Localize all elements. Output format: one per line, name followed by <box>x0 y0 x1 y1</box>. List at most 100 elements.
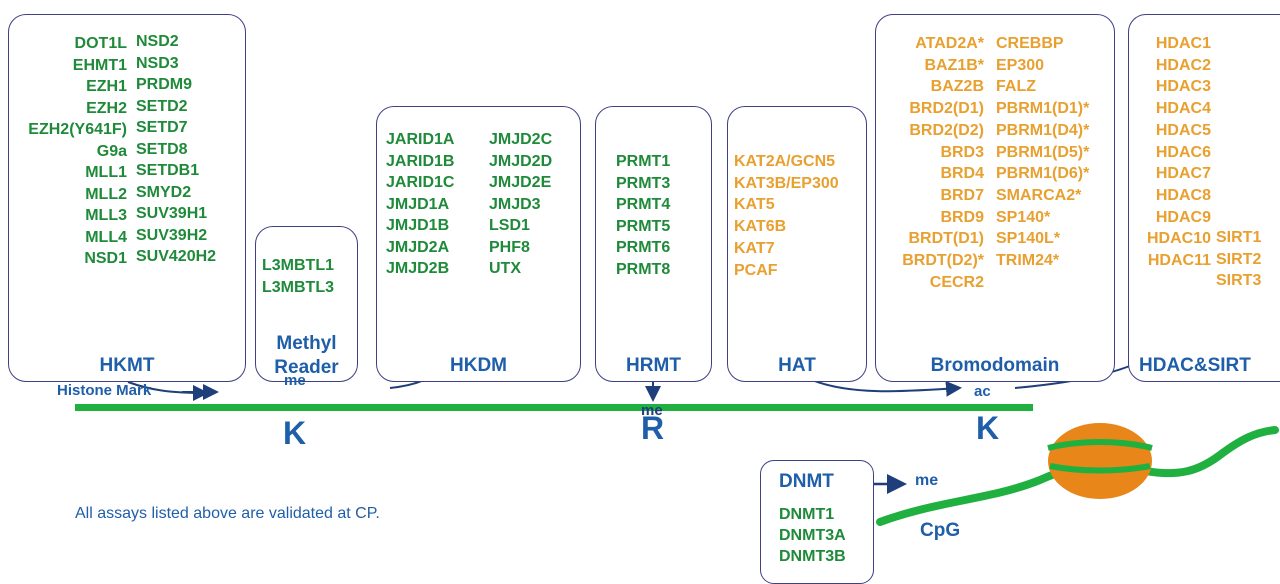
enzyme-item: UTX <box>489 260 521 277</box>
enzyme-item: SUV420H2 <box>136 248 217 265</box>
bromodomain-item: EP300 <box>996 56 1045 74</box>
me-reader-label: me <box>284 372 306 389</box>
bromodomain-item: SP140L* <box>996 230 1061 248</box>
enzyme-item: JMJD1A <box>386 195 450 213</box>
enzyme-item: HDAC2 <box>1155 56 1211 74</box>
bromodomain-item: BRDT(D1) <box>908 230 984 248</box>
enzyme-item: PRMT1 <box>616 153 671 170</box>
lysine-k-left: K <box>283 415 307 451</box>
bromodomain-item: BRD2(D1) <box>909 100 984 118</box>
enzyme-item: JMJD2B <box>386 260 450 277</box>
lysine-k-right: K <box>976 410 1000 446</box>
me-hrmt-label: me <box>641 402 663 419</box>
hkdm-title: HKDM <box>450 355 507 376</box>
bromodomain-item: SMARCA2* <box>996 186 1082 204</box>
bromodomain-item: BRD7 <box>940 186 984 204</box>
enzyme-item: SMYD2 <box>136 183 192 201</box>
bromodomain-item: PBRM1(D6)* <box>996 165 1090 183</box>
enzyme-item: JMJD2D <box>489 152 553 170</box>
enzyme-item: PRMT4 <box>616 196 671 213</box>
footnote: All assays listed above are validated at… <box>75 505 380 522</box>
reader-item: L3MBTL1 <box>262 257 334 274</box>
enzyme-item: SETD8 <box>136 140 188 158</box>
bromodomain-item: BRDT(D2)* <box>902 252 984 270</box>
enzyme-item: HDAC10 <box>1146 230 1211 248</box>
reader-item: L3MBTL3 <box>262 278 334 296</box>
enzyme-item: SIRT3 <box>1216 272 1262 290</box>
hat-title: HAT <box>778 355 816 376</box>
dna-wrap-1 <box>1047 439 1153 451</box>
enzyme-item: PRMT3 <box>616 174 671 192</box>
bromodomain-item: BAZ1B* <box>924 56 984 74</box>
enzyme-item: KAT2A/GCN5 <box>734 153 836 170</box>
bromodomain-item: PBRM1(D4)* <box>996 121 1090 139</box>
bromodomain-item: ATAD2A* <box>915 35 984 52</box>
enzyme-item: HDAC5 <box>1155 121 1211 139</box>
enzyme-item: SETD7 <box>136 119 188 136</box>
enzyme-item: KAT5 <box>734 196 775 214</box>
enzyme-item: HDAC8 <box>1155 186 1211 204</box>
bromodomain-item: TRIM24* <box>996 252 1060 270</box>
cpg-label: CpG <box>920 520 961 541</box>
enzyme-item: KAT7 <box>734 239 775 257</box>
bromodomain-item: BAZ2B <box>930 78 984 96</box>
bromodomain-item: FALZ <box>996 78 1036 96</box>
arginine-r: R <box>641 410 665 446</box>
histone-strand <box>75 404 1033 411</box>
enzyme-item: NSD2 <box>136 33 179 50</box>
enzyme-item: JARID1A <box>386 131 455 148</box>
enzyme-item: SUV39H1 <box>136 205 208 222</box>
enzyme-item: DNMT3A <box>779 527 846 544</box>
enzyme-item: PCAF <box>734 261 778 279</box>
enzyme-item: PHF8 <box>489 238 530 256</box>
enzyme-item: MLL2 <box>85 185 127 203</box>
hdac-sirt-title: HDAC&SIRT <box>1139 355 1251 376</box>
enzyme-item: JARID1B <box>386 152 455 170</box>
ac-label: ac <box>974 383 991 400</box>
enzyme-item: KAT3B/EP300 <box>734 174 839 192</box>
enzyme-item: MLL3 <box>85 207 127 224</box>
enzyme-item: EZH2(Y641F) <box>28 121 127 138</box>
enzyme-item: SUV39H2 <box>136 226 208 244</box>
bromodomain-item: CECR2 <box>929 273 984 291</box>
enzyme-item: PRMT5 <box>616 217 671 235</box>
enzyme-item: KAT6B <box>734 218 787 236</box>
hkmt-title: HKMT <box>99 355 155 376</box>
enzyme-item: HDAC6 <box>1155 143 1211 161</box>
enzyme-item: LSD1 <box>489 217 530 234</box>
enzyme-item: PRDM9 <box>136 76 193 93</box>
bromodomain-item: PBRM1(D1)* <box>996 100 1090 118</box>
enzyme-item: MLL1 <box>85 164 127 181</box>
enzyme-item: HDAC1 <box>1155 35 1211 52</box>
bromodomain-item: BRD4 <box>940 165 984 183</box>
enzyme-item: JMJD2A <box>386 238 450 256</box>
dnmt-title: DNMT <box>779 471 834 492</box>
hrmt-title: HRMT <box>626 355 681 376</box>
enzyme-item: SETDB1 <box>136 162 200 179</box>
bromodomain-title: Bromodomain <box>930 355 1060 376</box>
enzyme-item: NSD3 <box>136 54 179 72</box>
enzyme-item: DOT1L <box>74 35 127 52</box>
methyl-reader-title-2: Reader <box>274 357 339 378</box>
enzyme-item: EHMT1 <box>72 56 127 74</box>
enzyme-item: MLL4 <box>85 228 127 246</box>
enzyme-item: JMJD2E <box>489 174 552 191</box>
enzyme-item: JMJD1B <box>386 217 450 234</box>
enzyme-item: EZH1 <box>86 78 127 95</box>
